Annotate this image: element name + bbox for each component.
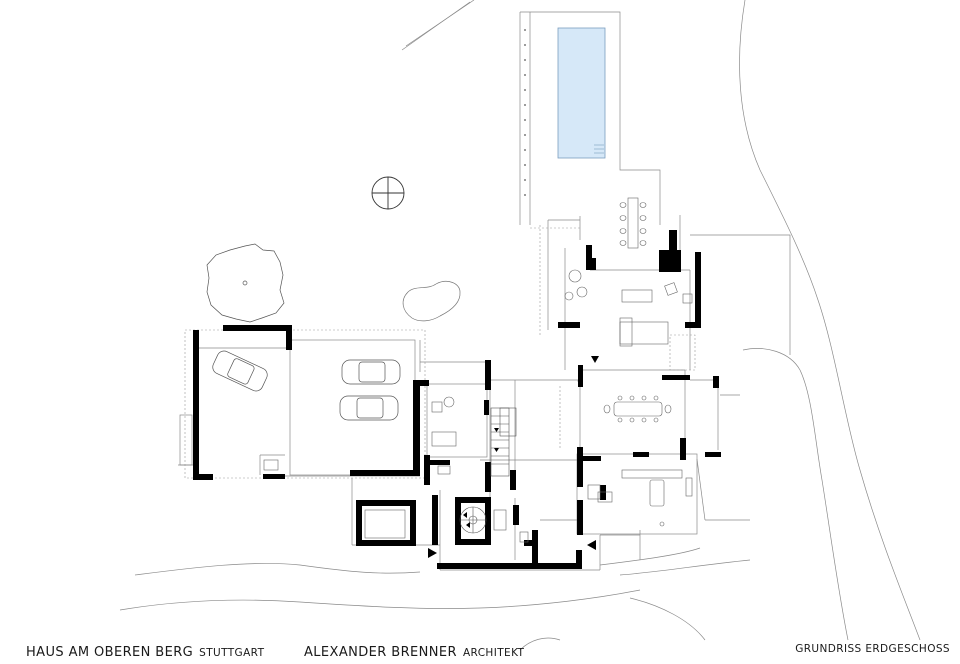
architect-role: ARCHITEKT — [462, 647, 525, 659]
terrace-table — [619, 197, 647, 249]
north-arrow-icon — [371, 176, 405, 210]
stair-icon — [459, 407, 517, 534]
project-caption: HAUS AM OBEREN BERG STUTTGART — [26, 641, 264, 660]
site-contours — [119, 0, 921, 651]
architect-name: ALEXANDER BRENNER — [304, 645, 457, 660]
project-name: HAUS AM OBEREN BERG — [26, 645, 194, 660]
pool-terrace — [519, 11, 661, 249]
drawing-title: GRUNDRISS ERDGESCHOSS — [795, 643, 950, 655]
car-icon — [212, 350, 401, 421]
project-city: STUTTGART — [199, 647, 265, 659]
stair-direction-arrows — [463, 428, 499, 528]
shrub-outline — [402, 281, 461, 322]
furniture — [263, 269, 693, 543]
swimming-pool — [557, 27, 606, 159]
dashed-outlines — [184, 225, 696, 479]
architect-caption: ALEXANDER BRENNER ARCHITEKT — [304, 641, 524, 660]
entrance-arrow-icon — [428, 356, 688, 558]
tree-icon — [206, 243, 285, 323]
walls — [193, 230, 721, 569]
